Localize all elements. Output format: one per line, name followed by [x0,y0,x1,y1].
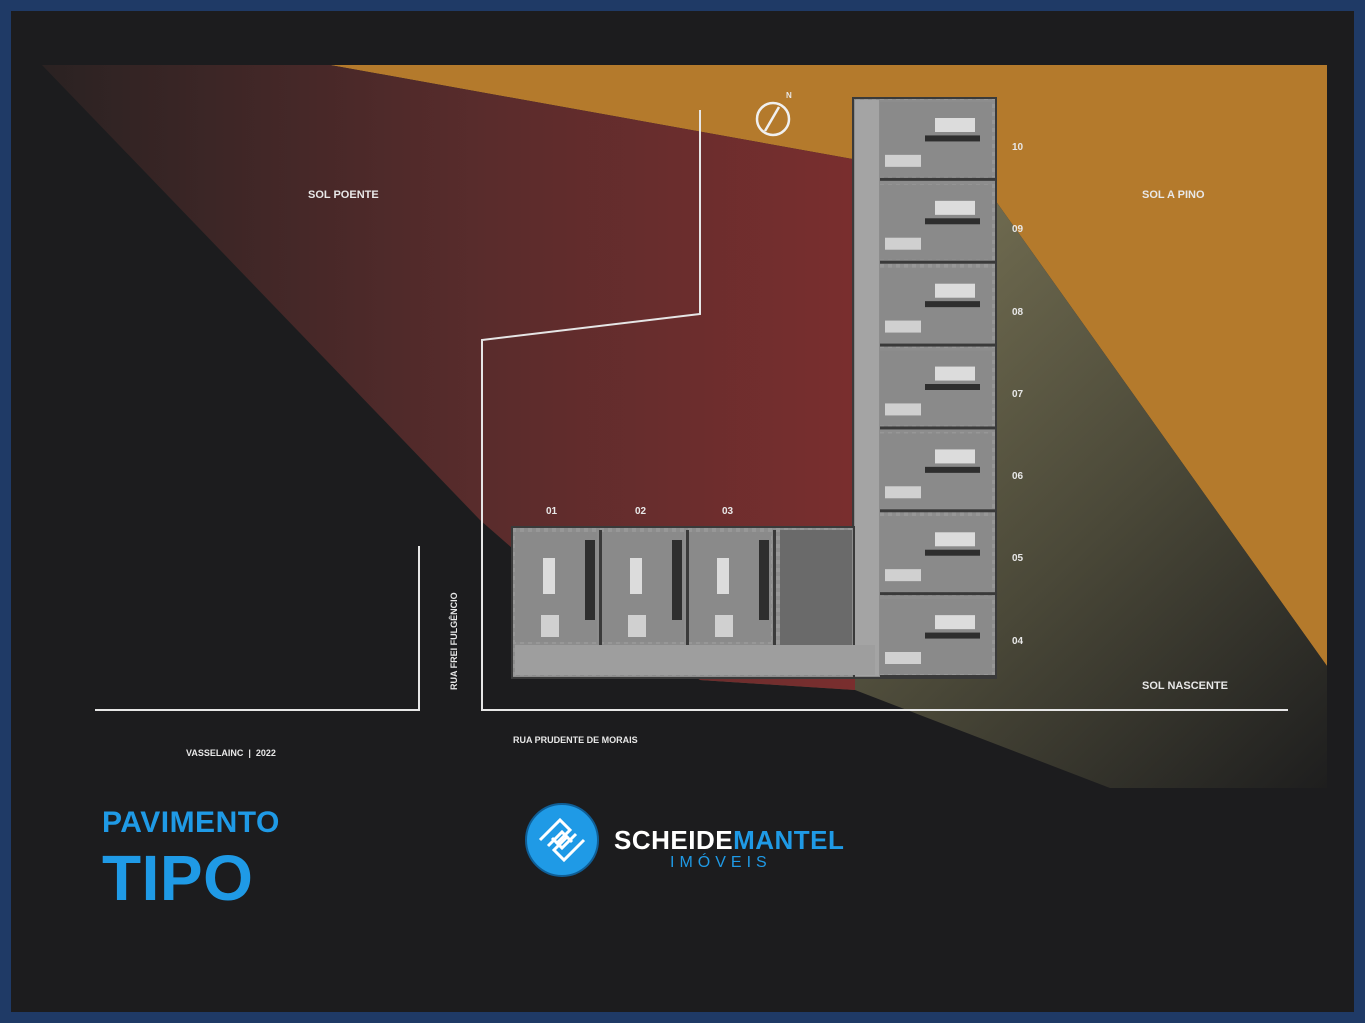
stair-block [925,301,980,308]
stair-block [925,466,980,473]
compass-icon [755,101,791,137]
unit-label: 07 [1012,389,1024,400]
unit-divider [880,592,996,596]
furniture-block [935,366,975,381]
unit-label: 03 [722,506,734,517]
logo-name-a: SCHEIDE [614,825,734,855]
stair-block [925,135,980,142]
furniture-block [885,652,921,664]
unit-divider [880,343,996,347]
furniture-block [885,154,921,167]
sun-noon-area [330,65,1327,666]
furniture-block [935,118,975,132]
unit-divider [880,509,996,513]
site-boundary [481,110,1288,711]
furniture-block [717,558,729,594]
furniture-block [885,320,921,333]
logo-name-b: MANTEL [733,825,845,855]
unit-label: 02 [635,506,647,517]
logo-name: SCHEIDEMANTEL [614,825,844,856]
unit-divider [599,530,602,645]
furniture-block [935,283,975,298]
unit-divider [880,260,996,264]
furniture-block [885,486,921,499]
furniture-block [885,403,921,416]
stair-block [925,384,980,390]
furniture-block [885,237,921,250]
street-bottom-label: RUA PRUDENTE DE MORAIS [513,735,638,745]
stair-block [925,549,980,556]
unit-divider [686,530,689,645]
furniture-block [935,200,975,215]
furniture-block [885,569,921,582]
unit-divider [773,530,776,645]
logo-mark-icon [525,803,599,877]
furniture-block [543,558,555,594]
unit-divider [880,675,996,678]
sol-nascente-label: SOL NASCENTE [1142,680,1228,692]
sol-a-pino-label: SOL A PINO [1142,189,1205,201]
stair-block [585,540,595,620]
stair-block [672,540,682,620]
logo-subtitle: IMÓVEIS [670,854,772,871]
stair-block [925,218,980,225]
unit-label: 10 [1012,142,1024,153]
furniture-block [541,615,559,637]
north-label: N [786,91,792,100]
unit-label: 08 [1012,307,1024,318]
furniture-block [935,532,975,547]
street-edge-left [95,546,420,711]
unit-label: 05 [1012,553,1024,564]
unit-label: 01 [546,506,558,517]
unit-label: 06 [1012,471,1024,482]
furniture-block [628,615,646,637]
stair-block [925,632,980,639]
street-vertical-label: RUA FREI FULGÊNCIO [448,592,459,690]
unit-label: 09 [1012,224,1024,235]
furniture-block [935,615,975,630]
unit-divider [880,426,996,430]
furniture-block [935,449,975,464]
sol-poente-label: SOL POENTE [308,189,379,201]
furniture-block [715,615,733,637]
furniture-block [630,558,642,594]
scheidemantel-logo: SCHEIDEMANTEL IMÓVEIS [524,802,844,882]
unit-divider [880,177,996,181]
caption-tipo: TIPO [102,842,254,914]
unit-label: 04 [1012,636,1024,647]
stair-block [759,540,769,620]
building-footprint [511,97,997,679]
caption-pavimento: PAVIMENTO [102,806,280,839]
credit-label: VASSELAINC | 2022 [186,748,276,758]
